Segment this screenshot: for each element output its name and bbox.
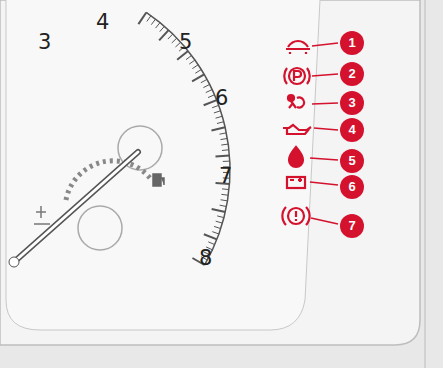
scale-tick — [220, 205, 227, 206]
scale-tick — [204, 234, 217, 239]
scale-tick — [192, 74, 204, 81]
warning-light — [290, 178, 302, 182]
fuel-hub — [78, 206, 122, 250]
scale-tick — [186, 55, 192, 59]
warning-light — [294, 71, 301, 81]
warning-light — [289, 68, 305, 84]
scale-tick — [221, 200, 228, 201]
scale-tick — [214, 226, 221, 228]
leader-lines — [310, 43, 338, 224]
scale-tick — [221, 144, 228, 146]
scale-tick — [215, 155, 229, 156]
callout-number: 4 — [340, 118, 364, 142]
warning-light — [283, 125, 311, 134]
leader-line — [312, 74, 338, 76]
warning-light — [288, 95, 294, 101]
edge-line — [425, 0, 426, 368]
scale-number: 6 — [215, 88, 228, 109]
leader-line — [310, 158, 338, 160]
scale-tick — [204, 100, 217, 105]
scale-tick — [156, 23, 160, 28]
scale-tick — [172, 38, 177, 43]
scale-tick — [222, 188, 229, 190]
leader-line — [310, 182, 338, 185]
needle-pivot — [9, 257, 19, 267]
callout-number: 7 — [340, 214, 364, 238]
scale-tick — [212, 232, 219, 234]
warning-light — [287, 177, 305, 188]
cluster-panel — [0, 0, 420, 345]
leader-line — [312, 103, 338, 104]
scale-tick — [211, 127, 225, 130]
callout-number: 6 — [340, 175, 364, 199]
scale-tick — [223, 161, 230, 162]
scale-arc — [146, 12, 230, 265]
scale-tick — [159, 30, 168, 40]
callout-number: 1 — [340, 31, 364, 55]
scale-tick — [216, 221, 223, 223]
leader-line — [312, 43, 338, 46]
scale-tick — [219, 133, 226, 134]
scale-number: 4 — [96, 12, 109, 33]
needle — [14, 152, 138, 262]
scale-tick — [168, 34, 173, 39]
leader-line — [314, 128, 338, 130]
scale-number: 5 — [179, 32, 192, 53]
scale-number: 3 — [38, 32, 51, 53]
scale-tick — [192, 65, 198, 69]
scale-tick — [222, 149, 229, 151]
warning-light — [289, 98, 304, 109]
scale-tick — [151, 19, 155, 25]
warning-light — [282, 207, 309, 225]
tachometer-scale — [138, 12, 230, 265]
scale-tick — [160, 26, 165, 31]
warning-light — [289, 147, 303, 167]
fuel-icon — [153, 174, 164, 186]
scale-tick — [203, 84, 209, 87]
scale-number: 8 — [199, 248, 212, 269]
scale-number: 7 — [219, 166, 232, 187]
scale-tick — [147, 16, 151, 22]
scale-tick — [206, 90, 212, 93]
scale-tick — [189, 60, 195, 64]
scale-tick — [208, 242, 214, 245]
warning-light — [286, 41, 310, 54]
scale-tick — [195, 70, 201, 74]
callout-number: 3 — [340, 91, 364, 115]
needle — [14, 152, 138, 262]
scale-tick — [220, 138, 227, 139]
scale-tick — [217, 216, 224, 218]
scale-tick — [208, 95, 214, 98]
scale-tick — [221, 194, 228, 196]
callout-number: 2 — [340, 62, 364, 86]
scale-tick — [214, 111, 221, 113]
dial-face — [6, 0, 320, 330]
scale-tick — [217, 122, 224, 124]
leader-line — [311, 218, 338, 224]
scale-tick — [212, 209, 226, 212]
scale-tick — [201, 79, 207, 82]
warning-light — [284, 68, 310, 84]
callout-number: 5 — [340, 149, 364, 173]
warning-lights — [282, 41, 311, 225]
scale-tick — [216, 116, 223, 118]
scale-tick — [138, 12, 146, 24]
small-symbol — [34, 206, 50, 224]
